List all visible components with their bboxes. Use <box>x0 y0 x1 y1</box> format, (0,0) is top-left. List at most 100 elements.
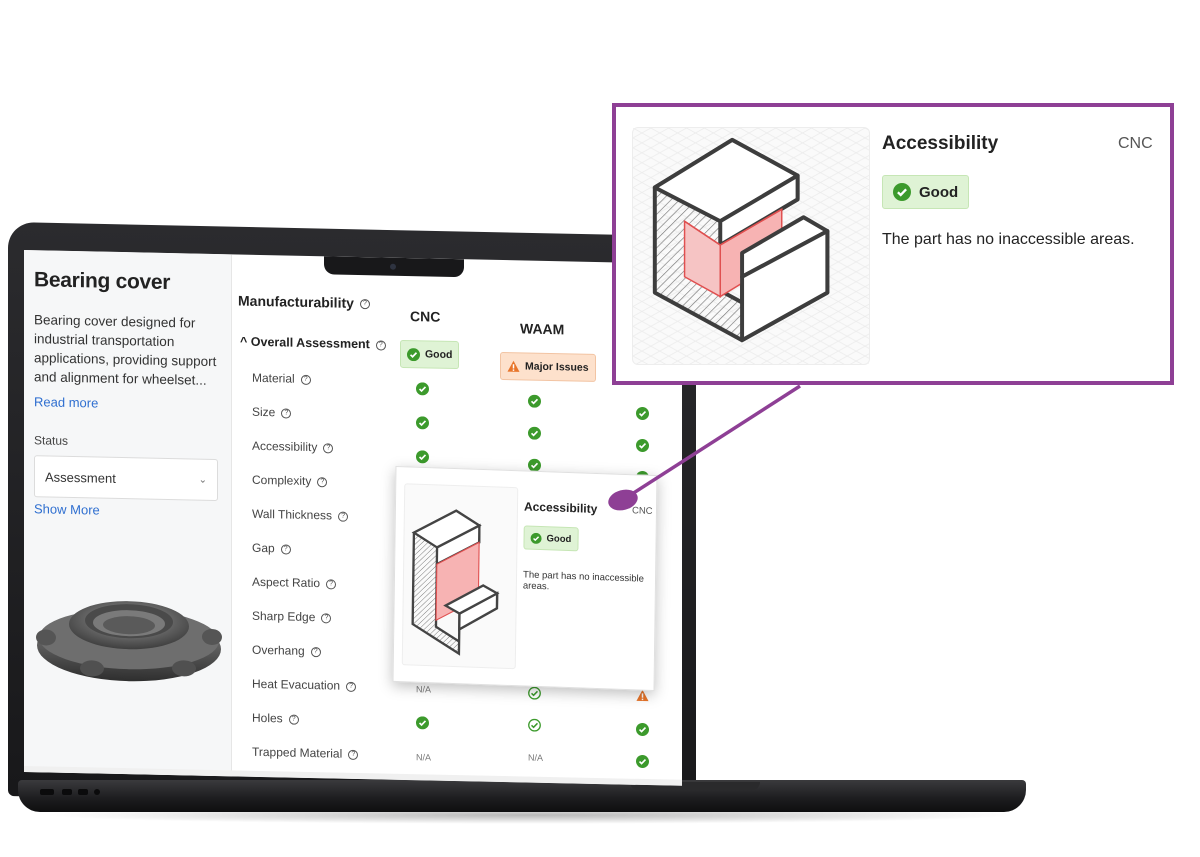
show-more-link[interactable]: Show More <box>34 501 100 518</box>
camera <box>390 263 396 270</box>
check-icon <box>636 722 649 736</box>
help-icon[interactable]: ? <box>317 476 328 488</box>
row-label-text: Wall Thickness <box>252 506 333 523</box>
help-icon[interactable]: ? <box>375 340 386 351</box>
status-label: Status <box>34 433 69 448</box>
part-sidebar: Bearing cover Bearing cover designed for… <box>24 250 232 777</box>
check-outline-icon <box>528 718 541 732</box>
laptop-port <box>62 789 72 795</box>
laptop-port <box>40 789 54 795</box>
row-heat-evacuation[interactable]: Heat Evacuation? <box>252 676 357 693</box>
laptop-screen: Bearing cover Bearing cover designed for… <box>24 250 682 786</box>
help-icon[interactable]: ? <box>310 646 321 658</box>
row-label-text: Holes <box>252 710 283 726</box>
check-icon <box>528 426 541 440</box>
help-icon[interactable]: ? <box>346 681 357 692</box>
row-trapped-material[interactable]: Trapped Material? <box>252 744 359 761</box>
callout-title: Accessibility <box>882 133 999 154</box>
accessibility-callout: Accessibility CNC Good The part has no i… <box>612 103 1174 385</box>
row-label-text: Size <box>252 404 276 420</box>
check-icon <box>636 406 649 420</box>
accessibility-diagram <box>411 509 500 656</box>
check-icon <box>893 183 911 201</box>
row-material[interactable]: Material? <box>252 371 311 386</box>
manufacturability-title: Manufacturability? <box>238 292 370 311</box>
popover-status-text: Good <box>546 532 572 545</box>
overall-waam-badge: Major Issues <box>500 351 596 382</box>
laptop-port <box>94 789 100 795</box>
row-overhang[interactable]: Overhang? <box>252 643 321 658</box>
row-label-text: Heat Evacuation <box>252 676 341 693</box>
help-icon[interactable]: ? <box>323 443 334 454</box>
check-icon <box>530 532 542 544</box>
popover-process: CNC <box>631 505 653 517</box>
help-icon[interactable]: ? <box>281 408 292 419</box>
read-more-link[interactable]: Read more <box>34 394 99 411</box>
row-label-text: Aspect Ratio <box>252 574 321 591</box>
row-sharp-edge[interactable]: Sharp Edge? <box>252 608 332 625</box>
check-icon <box>407 347 420 361</box>
check-outline-icon <box>528 686 541 700</box>
na-value: N/A <box>528 752 544 763</box>
accessibility-diagram-large <box>633 128 869 364</box>
check-icon <box>636 754 649 768</box>
row-label-text: Overhang <box>252 642 305 658</box>
callout-status-text: Good <box>919 183 959 201</box>
help-icon[interactable]: ? <box>348 749 359 760</box>
popover-title: Accessibility <box>523 499 598 517</box>
warning-icon <box>636 689 649 702</box>
check-icon <box>416 716 429 730</box>
warning-icon <box>507 360 520 372</box>
chevron-down-icon: ⌄ <box>198 474 207 486</box>
accessibility-illustration <box>401 483 519 670</box>
check-icon <box>416 416 429 430</box>
chevron-up-icon: ^ <box>240 334 251 349</box>
na-value: N/A <box>416 752 432 763</box>
popover-status-badge: Good <box>523 525 579 552</box>
part-description: Bearing cover designed for industrial tr… <box>34 312 217 388</box>
help-icon[interactable]: ? <box>280 544 291 555</box>
overall-cnc-value: Good <box>425 348 453 361</box>
part-title: Bearing cover <box>34 268 171 295</box>
camera-notch <box>324 256 464 278</box>
row-wall-thickness[interactable]: Wall Thickness? <box>252 506 349 523</box>
row-label-text: Sharp Edge <box>252 608 316 625</box>
help-icon[interactable]: ? <box>338 511 349 522</box>
check-icon <box>416 382 429 396</box>
callout-status-badge: Good <box>882 175 970 209</box>
check-icon <box>416 450 429 464</box>
column-header-cnc: CNC <box>410 308 441 325</box>
row-holes[interactable]: Holes? <box>252 711 299 726</box>
help-icon[interactable]: ? <box>288 714 299 725</box>
laptop-port <box>78 789 88 795</box>
check-icon <box>528 394 541 408</box>
part-3d-preview <box>36 601 222 682</box>
row-label-text: Trapped Material <box>252 744 343 761</box>
status-select[interactable]: Assessment ⌄ <box>34 455 218 502</box>
row-aspect-ratio[interactable]: Aspect Ratio? <box>252 574 337 591</box>
popover-description: The part has no inaccessible areas. <box>522 569 645 593</box>
help-icon[interactable]: ? <box>300 374 311 385</box>
row-label-text: Gap <box>252 540 275 556</box>
help-icon[interactable]: ? <box>326 579 337 590</box>
overall-assessment-label: Overall Assessment <box>250 334 370 352</box>
overall-waam-value: Major Issues <box>525 360 589 374</box>
laptop-groove <box>630 782 760 790</box>
row-accessibility[interactable]: Accessibility? <box>252 438 334 455</box>
callout-process: CNC <box>1118 135 1153 152</box>
laptop-base <box>18 780 1026 812</box>
row-label-text: Accessibility <box>252 438 318 455</box>
row-complexity[interactable]: Complexity? <box>252 473 328 489</box>
row-gap[interactable]: Gap? <box>252 541 291 556</box>
overall-assessment-toggle[interactable]: ^ Overall Assessment? <box>240 335 386 352</box>
row-label-text: Material <box>252 370 295 386</box>
accessibility-popover: Accessibility CNC Good The part has no i… <box>392 465 658 692</box>
overall-cnc-badge: Good <box>400 339 460 370</box>
column-header-waam: WAAM <box>520 320 565 338</box>
status-value: Assessment <box>45 468 116 486</box>
help-icon[interactable]: ? <box>359 299 370 310</box>
check-icon <box>636 438 649 452</box>
row-size[interactable]: Size? <box>252 404 292 420</box>
help-icon[interactable]: ? <box>321 613 332 624</box>
